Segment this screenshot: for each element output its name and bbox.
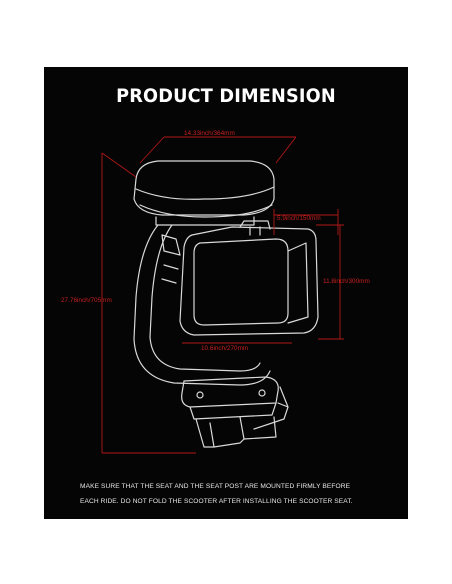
page-title: PRODUCT DIMENSION xyxy=(116,85,336,107)
total-height-label: 27.76inch/705mm xyxy=(61,297,112,304)
seat-length-label: 14.33inch/364mm xyxy=(184,130,235,137)
seat-outline xyxy=(133,160,275,226)
clamp-height-label: 11.8inch/300mm xyxy=(323,278,370,285)
clamp-plate-outline xyxy=(179,220,319,336)
mount-bracket-outline xyxy=(181,376,289,448)
post-width-label: 5.9inch/150mm xyxy=(277,215,321,222)
seat-post-outline xyxy=(133,224,271,386)
dimension-lines xyxy=(101,136,344,454)
mounting-note-line-2: EACH RIDE. DO NOT FOLD THE SCOOTER AFTER… xyxy=(80,498,353,505)
product-dimension-panel: PRODUCT DIMENSION xyxy=(44,67,408,519)
clamp-width-label: 10.6inch/270mm xyxy=(201,345,249,352)
mounting-note-line-1: MAKE SURE THAT THE SEAT AND THE SEAT POS… xyxy=(80,483,351,490)
scooter-seat-drawing xyxy=(101,136,344,454)
